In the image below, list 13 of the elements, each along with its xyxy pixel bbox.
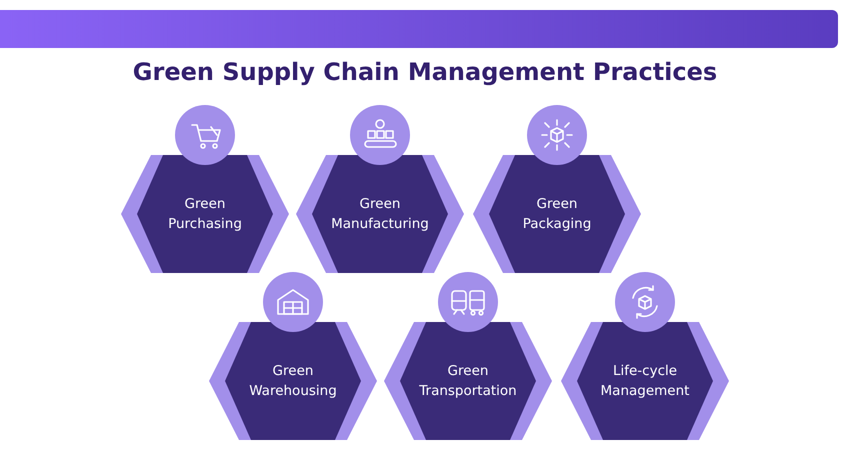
hexagon-node [473,155,641,273]
node-label: Green Purchasing [167,195,243,234]
hexagon-node [121,155,289,273]
node-label: Life-cycle Management [600,362,690,401]
hexagon-node [296,155,464,273]
node-label: Green Manufacturing [330,195,430,234]
node-label: Green Warehousing [248,362,338,401]
title: Green Supply Chain Management Practices [132,58,718,86]
hexagon-node [209,322,377,440]
node-label: Green Packaging [522,195,592,234]
hexagon-node [384,322,552,440]
hexagon-node [561,322,729,440]
node-label: Green Transportation [418,362,518,401]
